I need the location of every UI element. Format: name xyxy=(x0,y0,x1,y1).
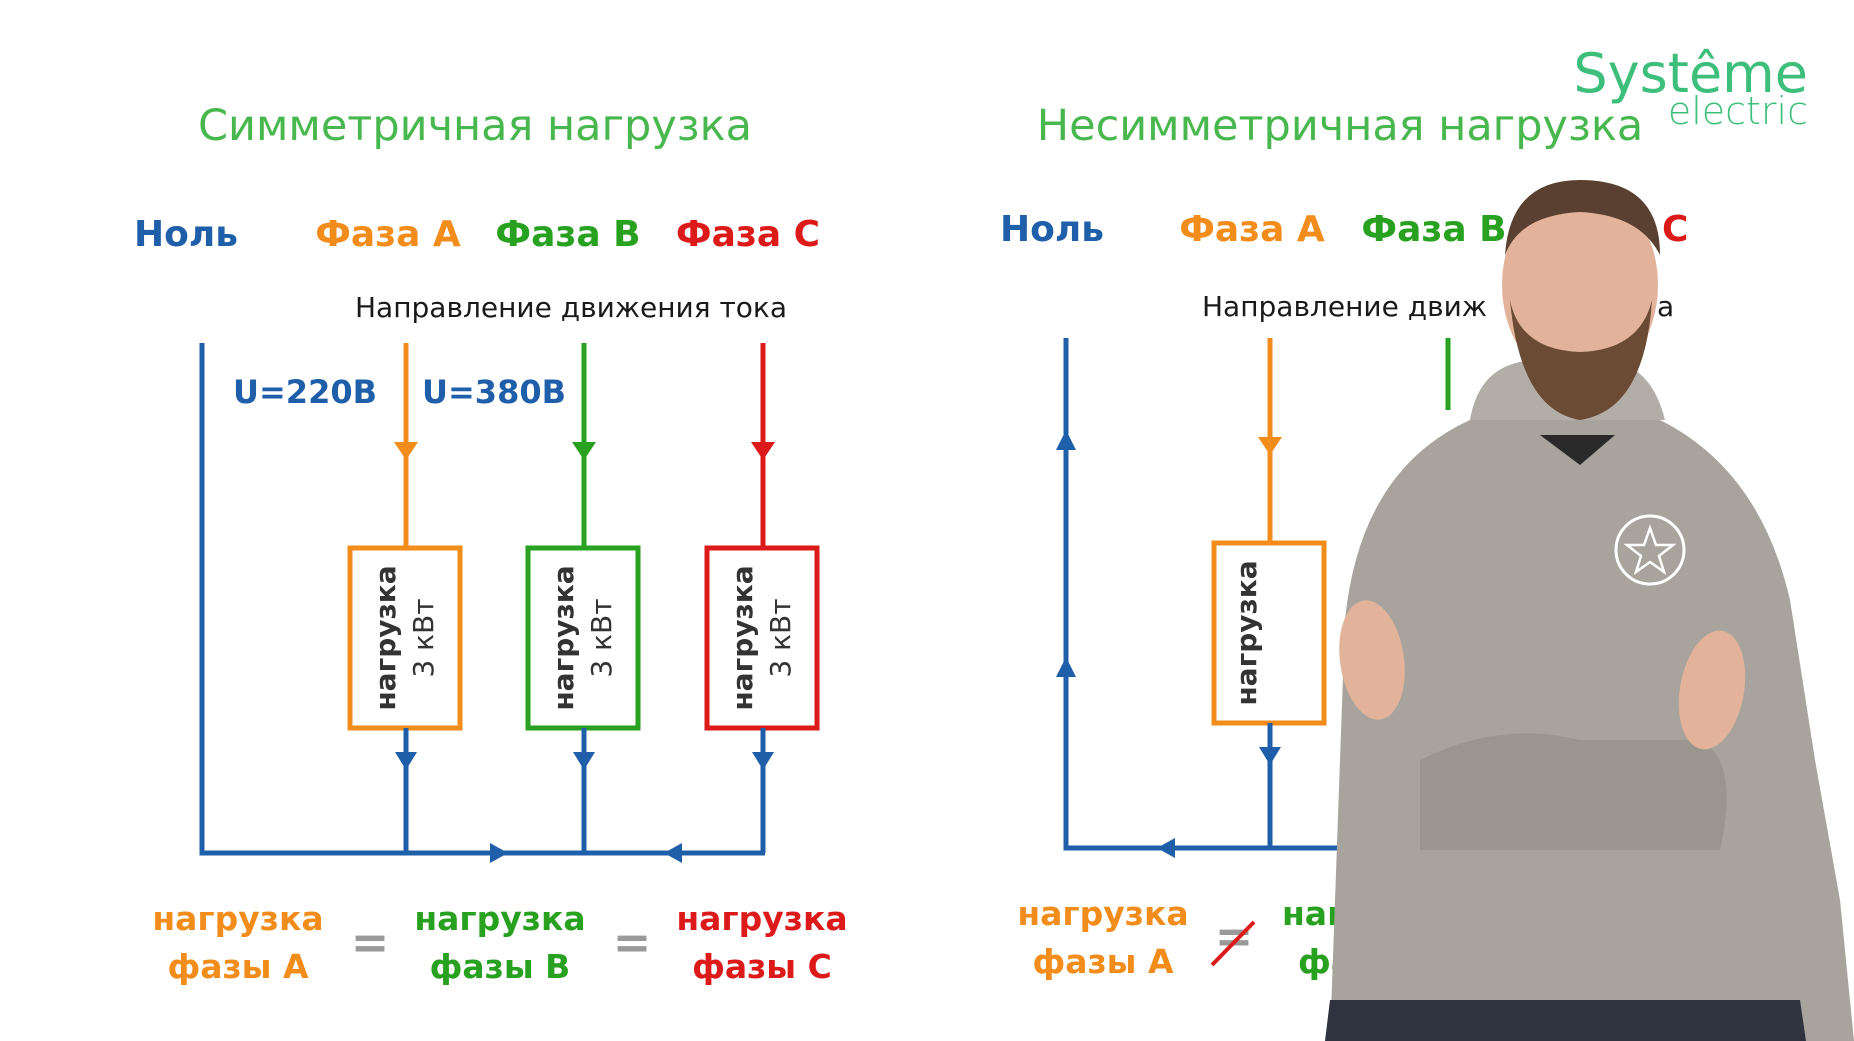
logo-brand-text: Systême xyxy=(1573,42,1808,105)
left-phase-c-label: Фаза С xyxy=(676,214,820,255)
presenter-hoodie-pocket xyxy=(1420,733,1727,850)
right-neutral-arrow-up-2 xyxy=(1056,657,1076,677)
asymmetric-load-diagram: Несимметричная нагрузка Ноль Фаза А Фаза… xyxy=(1000,101,1688,981)
right-phase-a-label: Фаза А xyxy=(1179,209,1325,250)
symmetric-load-diagram: Симметричная нагрузка Ноль Фаза А Фаза В… xyxy=(134,101,848,986)
left-direction-label: Направление движения тока xyxy=(355,291,787,324)
left-load-b-line1: нагрузка xyxy=(547,565,580,710)
left-return-c-arrow xyxy=(752,752,774,770)
presenter-jeans xyxy=(1325,1000,1806,1041)
left-phase-a-label: Фаза А xyxy=(315,214,461,255)
left-voltage-phase: U=220В xyxy=(233,373,377,411)
presenter-right-hand xyxy=(1678,630,1746,750)
left-load-a-line1: нагрузка xyxy=(369,565,402,710)
left-load-b-box xyxy=(525,545,641,731)
systeme-electric-logo: Systême electric xyxy=(1573,42,1808,133)
left-phase-c-arrow xyxy=(751,442,775,460)
left-eq-a-line1: нагрузка xyxy=(152,899,323,938)
left-return-b-arrow xyxy=(573,752,595,770)
logo-sub-text: electric xyxy=(1668,89,1808,133)
right-load-a-line1: нагрузка xyxy=(1230,560,1263,705)
left-neutral-label: Ноль xyxy=(134,214,238,255)
left-neutral-wire xyxy=(199,343,765,856)
presenter-beard xyxy=(1510,300,1652,420)
left-voltage-line: U=380В xyxy=(422,373,566,411)
presenter-figure xyxy=(1325,180,1854,1041)
left-load-a-box xyxy=(347,545,463,731)
presenter-left-hand xyxy=(1339,600,1405,720)
right-neutral-label: Ноль xyxy=(1000,209,1104,250)
right-direction-label-left: Направление движ xyxy=(1202,290,1487,323)
left-eq-b-line1: нагрузка xyxy=(414,899,585,938)
left-load-c-line1: нагрузка xyxy=(726,565,759,710)
right-direction-label-right: а xyxy=(1657,290,1674,323)
right-not-equal-slash xyxy=(1210,920,1256,967)
left-title: Симметричная нагрузка xyxy=(198,101,752,151)
right-neutral-arrow-up-1 xyxy=(1056,430,1076,450)
right-eq-a-line1: нагрузка xyxy=(1017,894,1188,933)
left-neutral-arrow-right xyxy=(490,843,508,863)
left-eq-b-line2: фазы В xyxy=(430,947,571,986)
right-phase-c-label-partial: С xyxy=(1662,209,1688,250)
right-neutral-arrow-left xyxy=(1157,838,1175,858)
left-phase-b-arrow xyxy=(572,442,596,460)
left-eq-a-line2: фазы А xyxy=(167,947,309,986)
left-load-b-line2: 3 кВт xyxy=(585,598,618,677)
presenter-head xyxy=(1502,185,1658,385)
left-eq-c-line2: фазы С xyxy=(692,947,832,986)
right-phase-b-label: Фаза В xyxy=(1361,209,1506,250)
left-neutral-arrow-left xyxy=(664,843,682,863)
left-load-a-line2: 3 кВт xyxy=(407,598,440,677)
right-eq-a-line2: фазы А xyxy=(1032,942,1174,981)
left-load-c-line2: 3 кВт xyxy=(764,598,797,677)
left-load-c-box xyxy=(704,545,820,731)
left-equals-1: = xyxy=(351,915,390,969)
hoodie-star-logo-icon xyxy=(1614,514,1686,586)
left-equals-2: = xyxy=(613,915,652,969)
left-eq-c-line1: нагрузка xyxy=(676,899,847,938)
left-return-a-arrow xyxy=(395,752,417,770)
right-phase-a-arrow xyxy=(1258,437,1282,455)
right-load-a-box xyxy=(1211,540,1327,726)
right-title: Несимметричная нагрузка xyxy=(1037,101,1643,151)
presenter-tshirt xyxy=(1540,435,1615,465)
presenter-hoodie xyxy=(1330,410,1854,1041)
left-phase-a-arrow xyxy=(394,442,418,460)
left-phase-b-label: Фаза В xyxy=(495,214,640,255)
hoodie-star-icon xyxy=(1623,524,1677,576)
presenter-hair xyxy=(1505,180,1660,255)
right-return-a-arrow xyxy=(1259,747,1281,765)
